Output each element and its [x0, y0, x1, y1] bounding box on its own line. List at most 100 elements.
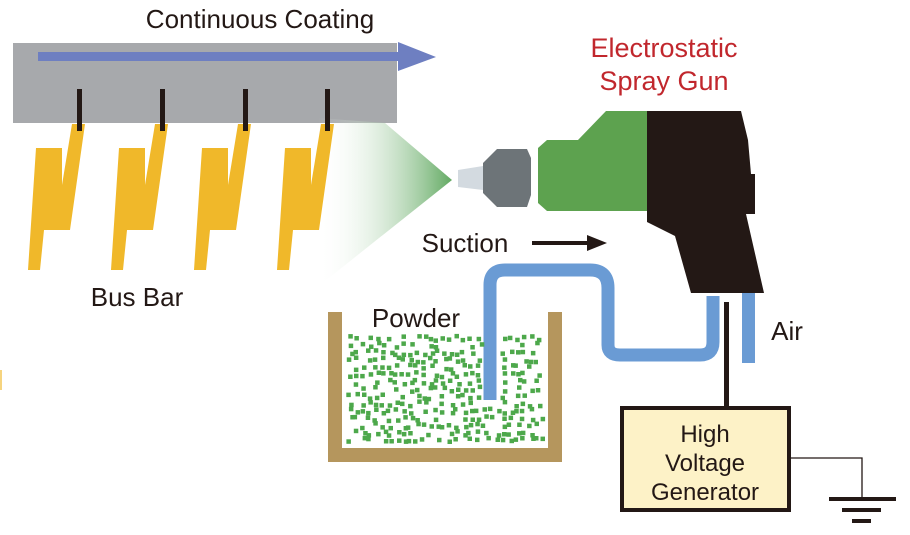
- powder-particle: [515, 337, 520, 343]
- powder-particle: [428, 385, 434, 391]
- powder-particle: [346, 392, 351, 398]
- powder-particle: [502, 365, 507, 370]
- powder-particle: [400, 401, 405, 407]
- powder-particle: [394, 363, 400, 368]
- powder-particle: [479, 342, 485, 347]
- powder-particle: [480, 423, 486, 428]
- gun-tip: [458, 166, 483, 190]
- hanger: [160, 89, 165, 131]
- powder-particle: [352, 414, 358, 420]
- powder-particle: [518, 377, 523, 383]
- powder-particle: [459, 349, 465, 355]
- suction-hose: [483, 263, 720, 400]
- powder-particle: [503, 336, 508, 342]
- powder-particle: [515, 393, 521, 399]
- powder-particle: [413, 363, 418, 368]
- powder-particle: [389, 371, 394, 376]
- powder-particle: [424, 334, 429, 339]
- powder-particle: [450, 410, 456, 416]
- powder-particle: [348, 406, 354, 412]
- powder-particle: [360, 341, 366, 347]
- powder-particle: [476, 417, 482, 422]
- powder-particle: [403, 415, 408, 420]
- powder-particle: [353, 428, 359, 434]
- powder-particle: [447, 378, 453, 383]
- powder-particle: [447, 356, 453, 361]
- powder-particle: [386, 433, 392, 438]
- powder-particle: [454, 333, 459, 339]
- powder-particle: [503, 380, 508, 385]
- powder-particle: [500, 395, 505, 401]
- powder-particle: [516, 350, 521, 355]
- powder-particle: [417, 393, 422, 399]
- powder-particle: [360, 373, 365, 379]
- powder-particle: [366, 410, 371, 416]
- hanger: [325, 89, 330, 131]
- powder-particle: [454, 374, 460, 379]
- powder-particle: [372, 357, 378, 362]
- powder-particle: [397, 430, 402, 435]
- powder-particle: [373, 348, 379, 353]
- powder-particle: [380, 425, 385, 430]
- powder-particle: [400, 394, 405, 400]
- powder-particle: [502, 416, 507, 421]
- powder-particle: [414, 350, 420, 356]
- powder-particle: [390, 350, 395, 356]
- powder-particle: [535, 340, 540, 346]
- powder-particle: [510, 410, 516, 415]
- powder-particle: [502, 399, 508, 405]
- powder-particle: [346, 357, 352, 362]
- powder-particle: [530, 433, 535, 438]
- powder-particle: [495, 437, 500, 442]
- powder-particle: [511, 363, 516, 368]
- powder-particle: [460, 337, 466, 343]
- powder-particle: [500, 437, 506, 443]
- powder-particle: [434, 373, 440, 378]
- powder-particle: [453, 437, 458, 442]
- powder-particle: [456, 387, 461, 392]
- powder-particle: [368, 400, 373, 405]
- powder-particle: [376, 336, 381, 342]
- powder-particle: [453, 407, 458, 412]
- gun-nozzle: [483, 149, 531, 207]
- powder-particle: [484, 414, 489, 419]
- powder-particle: [433, 417, 439, 423]
- powder-particle: [449, 431, 455, 437]
- powder-particle: [531, 436, 536, 441]
- powder-particle: [439, 394, 445, 399]
- powder-particle: [439, 425, 445, 430]
- powder-particle: [353, 382, 359, 387]
- powder-particle: [387, 403, 393, 408]
- powder-particle: [366, 348, 371, 353]
- powder-particle: [528, 359, 534, 365]
- powder-particle: [386, 418, 392, 424]
- powder-particle: [519, 408, 525, 414]
- powder-particle: [353, 349, 358, 355]
- powder-particle: [513, 363, 518, 368]
- powder-particle: [535, 388, 541, 393]
- powder-particle: [444, 356, 449, 362]
- powder-particle: [369, 344, 374, 349]
- powder-particle: [482, 407, 487, 412]
- powder-particle: [354, 336, 359, 341]
- powder-particle: [373, 385, 378, 390]
- powder-particle: [410, 389, 415, 394]
- bus-bar-group: [28, 89, 334, 270]
- powder-particle: [348, 334, 353, 339]
- powder-particle: [520, 349, 526, 355]
- powder-particle: [381, 371, 386, 376]
- powder-particle: [403, 426, 409, 431]
- powder-particle: [433, 345, 439, 350]
- powder-particle: [467, 336, 472, 341]
- powder-particle: [487, 406, 493, 412]
- powder-particle: [477, 384, 483, 390]
- powder-particle: [470, 408, 475, 414]
- bus-bar: [28, 89, 85, 270]
- powder-particle: [449, 352, 455, 357]
- powder-particle: [365, 415, 371, 420]
- powder-particle: [406, 438, 412, 444]
- powder-particle: [475, 373, 481, 378]
- powder-particle: [373, 402, 379, 408]
- powder-particle: [463, 417, 468, 422]
- powder-particle: [440, 336, 445, 341]
